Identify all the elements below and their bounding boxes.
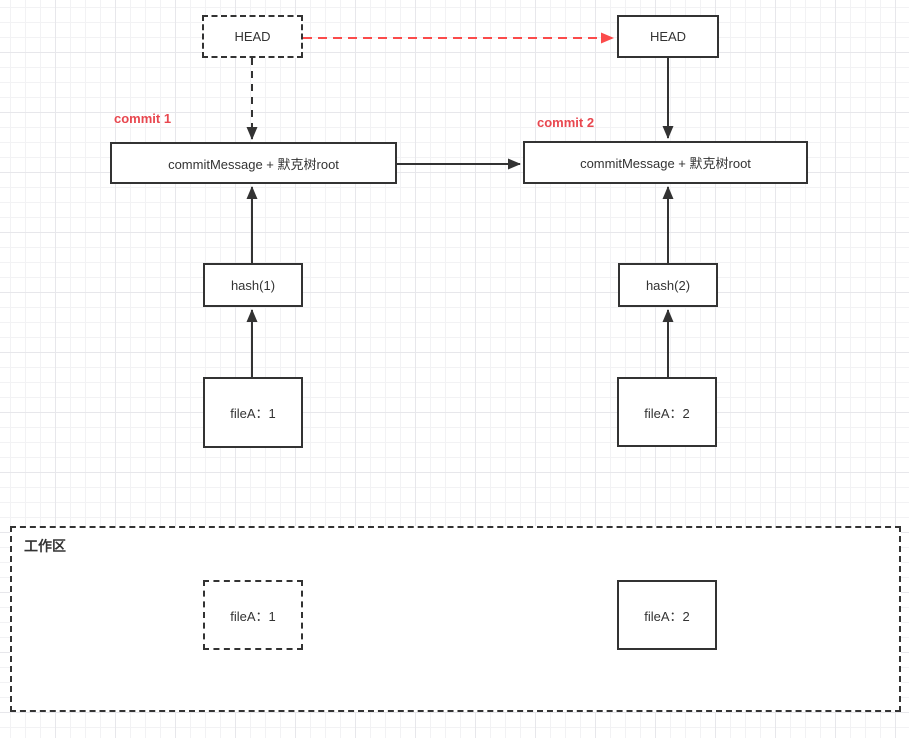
head-pointer-new: HEAD (617, 15, 719, 58)
workspace-file-after-text: fileA：2 (644, 608, 690, 624)
workspace-title: 工作区 (24, 538, 66, 554)
commit2-node: commitMessage + 默克树root (523, 141, 808, 184)
workspace-file-after-node: fileA：2 (617, 580, 717, 650)
file1-node: fileA：1 (203, 377, 303, 448)
file2-node: fileA：2 (617, 377, 717, 447)
commit2-node-text: commitMessage + 默克树root (580, 156, 751, 171)
workspace-container: 工作区 (10, 526, 901, 712)
commit1-node-text: commitMessage + 默克树root (168, 156, 339, 172)
hash1-node-text: hash(1) (230, 277, 276, 293)
workspace-file-before-node: fileA：1 (203, 580, 303, 650)
hash2-node: hash(2) (618, 263, 718, 307)
head-pointer-new-text: HEAD (649, 29, 687, 44)
head-pointer-old: HEAD (202, 15, 303, 58)
hash2-node-text: hash(2) (645, 277, 691, 293)
commit2-label: commit 2 (537, 115, 595, 130)
file2-node-text: fileA：2 (644, 405, 690, 421)
commit1-label: commit 1 (114, 111, 172, 126)
commit1-node: commitMessage + 默克树root (110, 142, 397, 184)
workspace-file-before-text: fileA：1 (230, 608, 276, 624)
file1-node-text: fileA：1 (230, 406, 276, 421)
head-pointer-old-text: HEAD (234, 29, 271, 44)
hash1-node: hash(1) (203, 263, 303, 307)
